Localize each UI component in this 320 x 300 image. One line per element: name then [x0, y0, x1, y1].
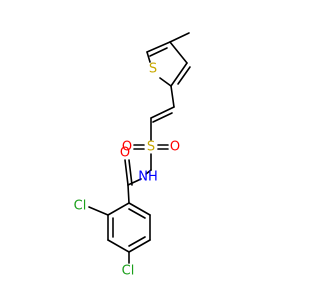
bond-thiophene-c5-s [146, 51, 151, 63]
bond-ring-c4-c5-double [128, 236, 146, 247]
sulfonyl-oxygen-right-label: O [170, 140, 180, 155]
bond-carbonyl-to-ring [127, 184, 130, 204]
bond-sulfonyl-n-connector [145, 169, 152, 175]
bond-thiophene-to-vinyl [170, 85, 175, 108]
bond-ring-c6-c1 [128, 202, 151, 216]
bond-ring-c4-c5 [128, 239, 151, 253]
bonds [88, 32, 191, 264]
molecule-structure: S S O O O NH Cl Cl [74, 32, 191, 279]
amide-nitrogen-label: NH [138, 170, 158, 185]
bond-ring-to-cl-ortho [88, 206, 109, 216]
bond-ring-c3-c4 [107, 239, 130, 253]
bond-thiophene-c4-c5-double [149, 47, 168, 57]
structure-canvas: S S O O O NH Cl Cl [74, 32, 191, 279]
atom-labels: S S O O O NH Cl Cl [74, 62, 180, 279]
para-chlorine-label: Cl [122, 264, 135, 279]
bond-c-o-b [128, 159, 133, 186]
bond-vinyl [150, 106, 175, 119]
bond-vinyl-double [152, 112, 173, 123]
thiophene-sulfur-label: S [149, 62, 157, 77]
sulfonyl-sulfur-label: S [147, 140, 155, 155]
bond-thiophene-c2-c3 [170, 62, 188, 87]
bond-n-to-carbonyl [127, 178, 142, 186]
bond-thiophene-s-c2 [159, 77, 172, 87]
bond-c-o-a [124, 159, 129, 186]
carbonyl-oxygen-label: O [120, 146, 130, 161]
bond-thiophene-c2-c3-double [177, 66, 191, 85]
bond-ring-c6-c1-double [128, 208, 146, 219]
bond-thiophene-c4-c5 [146, 41, 171, 53]
bond-thiophene-c3-c4 [169, 41, 188, 64]
ortho-chlorine-label: Cl [74, 199, 87, 214]
sulfonyl-oxygen-left-label: O [122, 140, 132, 155]
bond-ring-c1-c2 [107, 202, 130, 216]
bond-methyl [169, 32, 190, 43]
